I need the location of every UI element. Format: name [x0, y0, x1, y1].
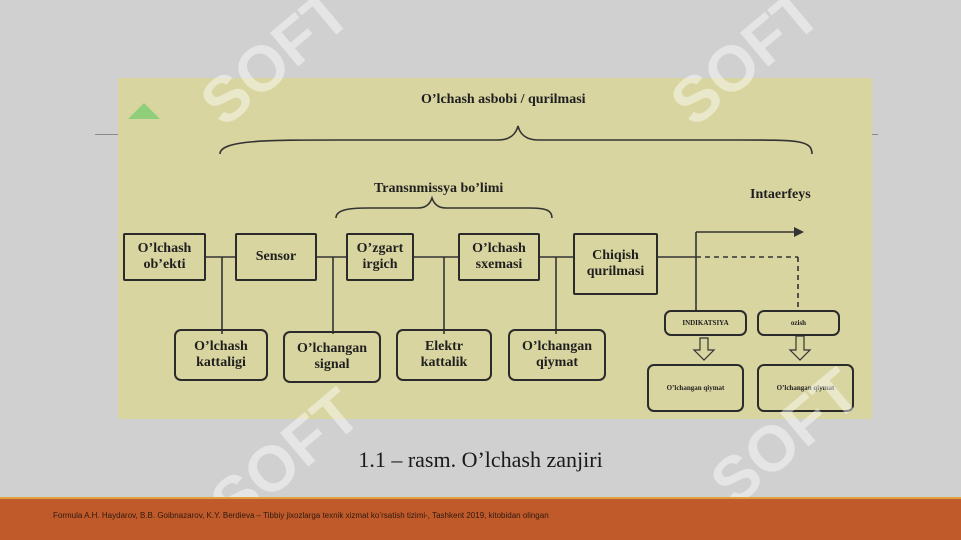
bottom-node-signal: O’lchangan signal [283, 331, 381, 383]
top-brace-label: O’lchash asbobi / qurilmasi [421, 92, 586, 107]
footer-bar [0, 499, 961, 540]
chain-box-converter: O’zgart irgich [346, 233, 414, 281]
interface-arrowhead [794, 227, 804, 237]
interface-label: Intaerfeys [750, 187, 811, 202]
right-node-indication: INDIKATSIYA [664, 310, 747, 336]
hollow-arrow-right [788, 335, 812, 361]
diagram-connectors [206, 125, 813, 361]
chain-box-object: O’lchash ob’ekti [123, 233, 206, 281]
hollow-arrow-left [692, 337, 716, 361]
measurement-chain-diagram: O’lchash asbobi / qurilmasi Transnmissya… [118, 78, 872, 419]
bottom-node-quantity: O’lchash kattaligi [174, 329, 268, 381]
bottom-node-electric: Elektr kattalik [396, 329, 492, 381]
right-result-2: O’lchangan qiymat [757, 364, 854, 412]
footer-citation: Formula A.H. Haydarov, B.B. Goibnazarov,… [53, 511, 549, 520]
top-brace [219, 125, 813, 155]
figure-caption: 1.1 – rasm. O’lchash zanjiri [358, 447, 603, 472]
right-result-1: O’lchangan qiymat [647, 364, 744, 412]
middle-brace-label: Transnmissya bo’limi [374, 181, 504, 196]
chain-box-sensor: Sensor [235, 233, 317, 281]
chain-box-output: Chiqish qurilmasi [573, 233, 658, 295]
middle-brace [335, 195, 553, 219]
chain-box-scheme: O’lchash sxemasi [458, 233, 540, 281]
bottom-node-value: O’lchangan qiymat [508, 329, 606, 381]
right-node-record: ozish [757, 310, 840, 336]
footer-accent [0, 497, 961, 500]
corner-triangle [128, 103, 160, 119]
